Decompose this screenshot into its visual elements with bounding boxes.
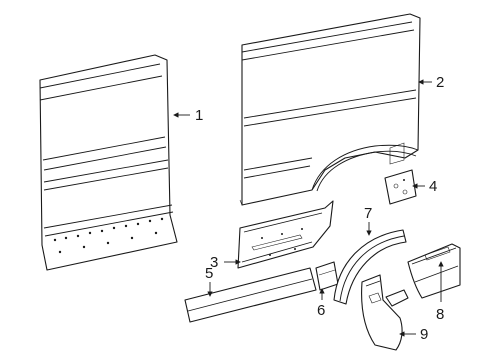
part-6-molding-end[interactable] <box>315 261 339 291</box>
callout-8: 8 <box>436 306 444 323</box>
callout-4: 4 <box>429 178 437 195</box>
leader-lines <box>173 79 444 337</box>
part-1-fastener-row <box>53 217 164 254</box>
part-4-bracket[interactable] <box>384 169 417 205</box>
callout-1: 1 <box>195 107 203 124</box>
callout-7: 7 <box>364 205 372 222</box>
part-1-side-panel[interactable] <box>39 54 178 271</box>
part-7-wheel-flare[interactable] <box>333 229 407 305</box>
callout-6: 6 <box>317 302 325 319</box>
callout-9: 9 <box>420 326 428 343</box>
part-8-corner-molding[interactable] <box>407 243 461 299</box>
callout-5: 5 <box>205 265 213 282</box>
part-9-mud-flap[interactable] <box>361 274 409 351</box>
part-5-molding-strip[interactable] <box>184 267 317 323</box>
part-2-quarter-panel[interactable] <box>239 13 421 206</box>
callout-2: 2 <box>436 74 444 91</box>
callout-3: 3 <box>210 254 218 271</box>
part-3-rocker-molding[interactable] <box>237 200 334 269</box>
